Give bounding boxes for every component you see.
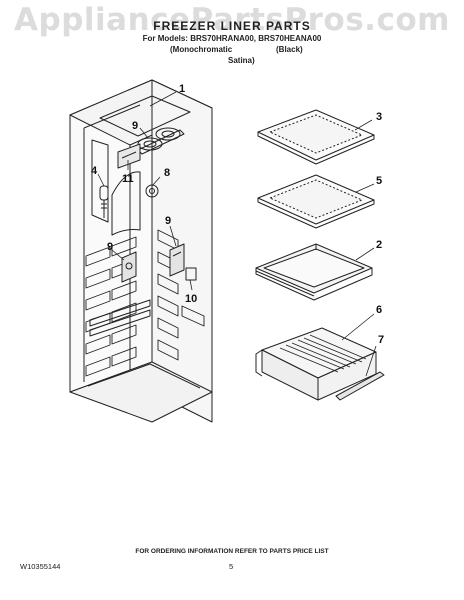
callout-3: 3 (376, 111, 382, 123)
callout-9-left: 9 (107, 241, 113, 253)
ordering-note: FOR ORDERING INFORMATION REFER TO PARTS … (135, 548, 329, 555)
models-line: For Models: BRS70HRANA00, BRS70HEANA00 (142, 34, 322, 43)
bracket (145, 184, 159, 198)
document-number: W10355144 (20, 562, 61, 571)
control-module (117, 143, 141, 169)
shelf-glass-top (257, 109, 375, 165)
variant-left: (Monochromatic (170, 45, 233, 54)
page-number: 5 (229, 562, 234, 571)
freezer-liner (69, 79, 213, 423)
freezer-drawer (255, 327, 377, 401)
callout-11: 11 (122, 173, 134, 185)
drawer-trim (335, 371, 385, 401)
page-title: FREEZER LINER PARTS (153, 19, 311, 33)
callout-9-top: 9 (132, 120, 138, 132)
callout-10: 10 (185, 293, 197, 305)
callout-6: 6 (376, 304, 382, 316)
callout-8: 8 (164, 167, 170, 179)
callout-2: 2 (376, 239, 382, 251)
light-housing-right (169, 243, 185, 277)
callout-5: 5 (376, 175, 382, 187)
watermark-logo: AppliancePartsPros.com (14, 2, 450, 38)
variant-right: (Black) (276, 45, 303, 54)
callout-7: 7 (378, 334, 384, 346)
shelf-framed (255, 243, 373, 301)
callout-9-right: 9 (165, 215, 171, 227)
callout-1: 1 (179, 83, 185, 95)
light-housing-left (121, 251, 137, 283)
top-light-assembly (137, 127, 185, 155)
variant-sub: Satina) (228, 56, 255, 65)
switch (185, 267, 197, 281)
shelf-glass-middle (257, 174, 375, 229)
callout-4: 4 (91, 165, 98, 177)
